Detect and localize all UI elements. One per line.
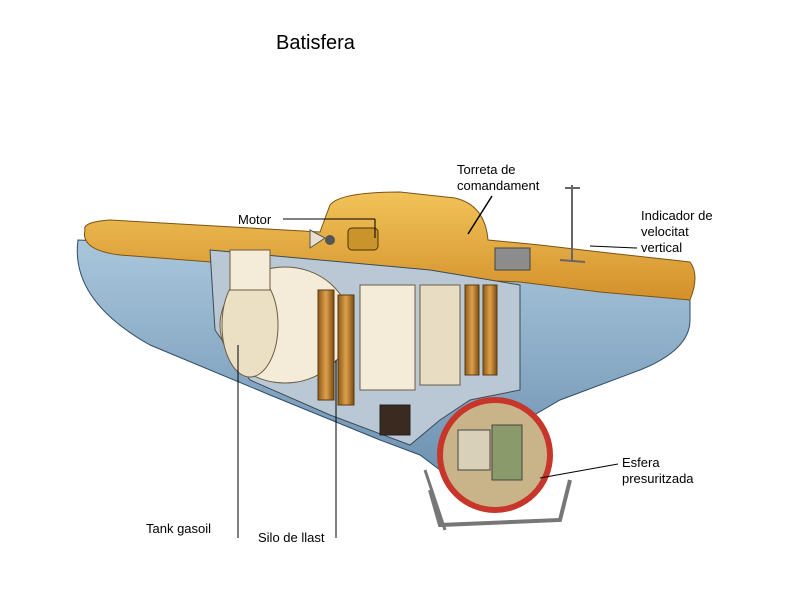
hull-upper <box>83 191 696 301</box>
leader-torreta <box>467 195 493 235</box>
label-tank: Tank gasoil <box>146 521 212 536</box>
ballast-silo-1 <box>317 289 335 401</box>
ballast-silo-2 <box>337 294 355 406</box>
diagram-title: Batisfera <box>276 32 355 54</box>
leader-indicador <box>589 245 638 249</box>
label-silo: Silo de llast <box>258 530 325 545</box>
motor <box>347 227 379 251</box>
leader-esfera <box>539 463 619 479</box>
propeller <box>309 229 326 249</box>
label-motor: Motor <box>238 212 272 227</box>
